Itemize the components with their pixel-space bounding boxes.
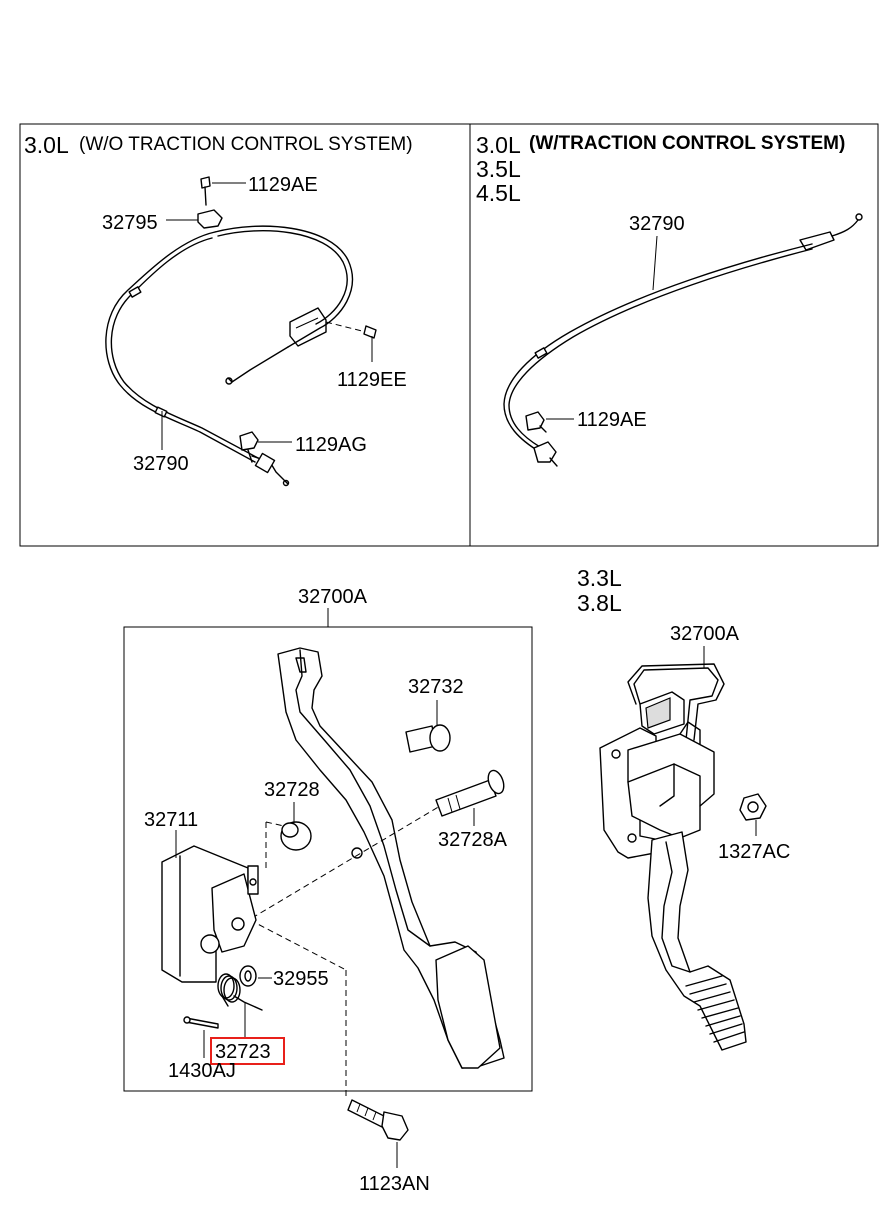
label-32732: 32732 bbox=[408, 676, 464, 698]
pedal-sensor-housing bbox=[627, 733, 715, 839]
tcs-cable-end-fitting bbox=[799, 231, 835, 251]
nut-1327AC-icon bbox=[739, 793, 767, 836]
panel-right-engine-2: 3.5L bbox=[476, 156, 521, 182]
stopper-32728-icon bbox=[280, 802, 312, 851]
bolt-32732-icon bbox=[405, 700, 451, 753]
label-1327AC: 1327AC bbox=[718, 841, 790, 863]
shaft-32728A-icon bbox=[435, 769, 505, 826]
cable-end-lower-body bbox=[254, 452, 276, 474]
accelerator-cable-loop-inner bbox=[217, 230, 348, 325]
label-1123AN: 1123AN bbox=[359, 1173, 430, 1195]
pedal-arm-hole bbox=[351, 847, 363, 859]
bracket-32711-icon bbox=[161, 830, 259, 983]
pedal-housing-edge bbox=[627, 763, 701, 807]
clip-32795-icon bbox=[166, 209, 223, 229]
tcs-cable-lower-end bbox=[549, 457, 558, 467]
panel-right-system: (W/TRACTION CONTROL SYSTEM) bbox=[529, 133, 845, 154]
pedal-housing-top bbox=[679, 721, 701, 745]
tcs-cable-end-wire bbox=[831, 219, 859, 237]
highlight-box-32723 bbox=[210, 1037, 285, 1065]
cable-end-upper-ball bbox=[225, 377, 233, 385]
panel-right-engine-1: 3.0L bbox=[476, 132, 521, 158]
label-32728A: 32728A bbox=[438, 829, 508, 851]
mount-line-bolt bbox=[249, 919, 347, 971]
pedal-pad-ribs bbox=[685, 975, 745, 1043]
tcs-cable-clip bbox=[534, 347, 548, 359]
label-32711: 32711 bbox=[144, 809, 198, 831]
pedal-mount-hole-a bbox=[611, 749, 621, 759]
panel-left-engine: 3.0L bbox=[24, 132, 69, 158]
washer-32955-icon bbox=[239, 965, 272, 987]
tcs-cable-inner bbox=[508, 248, 813, 448]
pin-1430AJ-icon bbox=[183, 1016, 219, 1058]
panel-br-engine-2: 3.8L bbox=[577, 590, 622, 616]
bolt-1129AE-top-icon bbox=[200, 176, 246, 206]
bolt-1129AG-icon bbox=[239, 431, 292, 463]
spring-32723-icon bbox=[217, 973, 263, 1038]
panel-pedal-assembly-3-3L: 3.3L 3.8L 32700A bbox=[577, 565, 790, 1051]
cable-clip-a bbox=[128, 286, 142, 298]
accelerator-cable-loop bbox=[214, 225, 354, 348]
bolt-1129AE-right-icon bbox=[525, 411, 574, 433]
tcs-cable bbox=[503, 243, 813, 453]
mount-line-shaft bbox=[251, 805, 441, 919]
pedal-housing-front bbox=[659, 763, 675, 807]
label-1129AE-right: 1129AE bbox=[577, 409, 647, 431]
tcs-cable-end-ball bbox=[855, 213, 863, 221]
cable-end-upper bbox=[227, 346, 289, 383]
bolt-1123AN-icon bbox=[347, 1099, 409, 1168]
label-32723: 32723 bbox=[215, 1041, 271, 1063]
cable-bracket-slot bbox=[295, 317, 319, 329]
pedal-mount-hole-b bbox=[627, 833, 637, 843]
pedal-top-tab bbox=[295, 657, 307, 673]
cable-bracket bbox=[289, 307, 327, 347]
sensor-wire-loop bbox=[633, 667, 719, 741]
accelerator-cable-lower bbox=[105, 231, 256, 463]
pedal-arm-edge bbox=[295, 649, 431, 947]
label-32790-right: 32790 bbox=[629, 213, 685, 235]
pedal-arm-right-inner bbox=[661, 841, 691, 973]
top-panels-frame bbox=[19, 123, 879, 547]
panel-right-engine-3: 4.5L bbox=[476, 180, 521, 206]
pedal-arm-right bbox=[647, 831, 747, 1051]
pedal-pad bbox=[435, 945, 501, 1069]
leader-32790-right bbox=[652, 235, 658, 291]
label-32790-left: 32790 bbox=[133, 453, 189, 475]
sensor-wire-loop-inner bbox=[627, 663, 725, 741]
label-32795: 32795 bbox=[102, 212, 158, 234]
panel-pedal-assembly: 32700A 32732 32728 bbox=[123, 586, 533, 1195]
panel-br-engine-1: 3.3L bbox=[577, 565, 622, 591]
label-32955: 32955 bbox=[273, 968, 329, 990]
label-1129EE: 1129EE bbox=[337, 369, 407, 391]
tcs-cable-lower-bracket bbox=[533, 441, 557, 463]
panel-left-system: (W/O TRACTION CONTROL SYSTEM) bbox=[79, 134, 413, 155]
mount-line-stopper-h bbox=[265, 821, 285, 827]
label-1129AG: 1129AG bbox=[295, 434, 367, 456]
label-32728: 32728 bbox=[264, 779, 320, 801]
label-32700A-right: 32700A bbox=[670, 623, 740, 645]
label-32700A-left: 32700A bbox=[298, 586, 368, 608]
sensor-connector-face bbox=[645, 697, 671, 729]
label-1129AE-left: 1129AE bbox=[248, 174, 318, 196]
panel-with-traction-control: 3.0L (W/TRACTION CONTROL SYSTEM) 3.5L 4.… bbox=[476, 132, 863, 467]
cable-end-lower-ball bbox=[282, 479, 290, 487]
panel-without-traction-control: 3.0L (W/O TRACTION CONTROL SYSTEM) 1129A… bbox=[24, 132, 413, 487]
cable-clip-b bbox=[154, 406, 168, 418]
label-1430AJ: 1430AJ bbox=[168, 1060, 236, 1082]
bolt-1129EE-icon bbox=[325, 321, 377, 362]
